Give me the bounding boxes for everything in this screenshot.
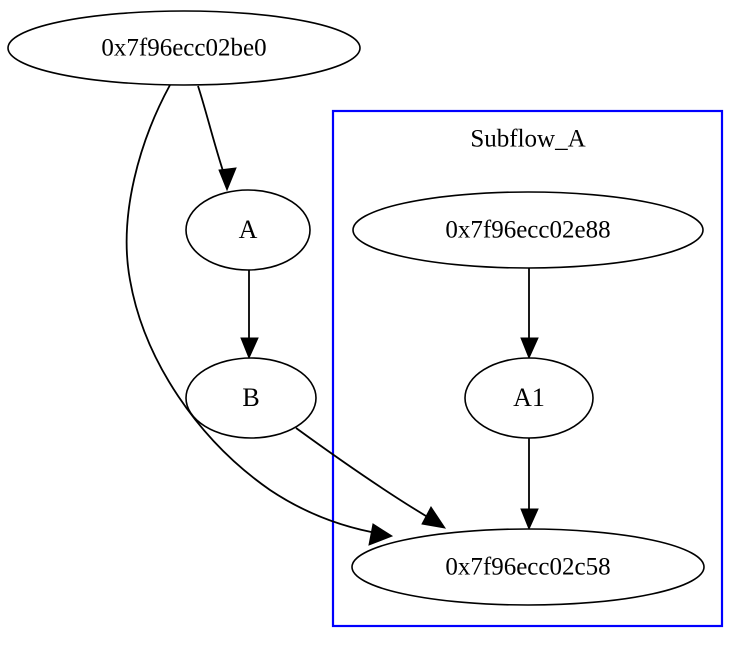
node-sub-head-label: 0x7f96ecc02e88 [445, 217, 610, 244]
node-sub-head-ellipse [352, 191, 704, 269]
node-b[interactable]: B [185, 357, 317, 439]
node-sub-tail[interactable]: 0x7f96ecc02c58 [351, 528, 705, 606]
edge-a-to-b[interactable] [240, 270, 259, 360]
edge-root-to-a[interactable] [197, 85, 237, 192]
cluster-border-rect [331, 109, 724, 628]
node-a-ellipse [185, 189, 311, 271]
edge-root-to-sub-tail[interactable] [125, 84, 394, 546]
node-b-label: B [242, 383, 259, 412]
node-a-label: A [239, 215, 258, 244]
edge-root-to-sub-tail-line [125, 84, 383, 535]
edge-sub-head-to-a1[interactable] [520, 268, 539, 360]
edge-a-to-b-arrowhead [240, 337, 259, 360]
node-a1-label: A1 [513, 383, 545, 412]
node-a1[interactable]: A1 [464, 357, 594, 439]
edge-b-to-sub-tail-line [295, 427, 437, 523]
cluster-label-subflow-a: Subflow_A [470, 126, 585, 153]
node-root-ellipse [7, 10, 361, 86]
edge-a1-to-sub-tail[interactable] [520, 438, 539, 531]
cluster-subflow-a[interactable]: Subflow_A [331, 109, 724, 628]
nodes-layer: 0x7f96ecc02be0 A B 0x7f96ecc02e88 A1 0x7 [7, 10, 705, 606]
node-sub-tail-label: 0x7f96ecc02c58 [445, 554, 610, 581]
edge-b-to-sub-tail-arrowhead [421, 506, 447, 529]
edges-layer [125, 84, 539, 546]
node-sub-head[interactable]: 0x7f96ecc02e88 [352, 191, 704, 269]
edge-sub-head-to-a1-arrowhead [520, 337, 539, 360]
node-sub-tail-ellipse [351, 528, 705, 606]
node-a1-ellipse [464, 357, 594, 439]
edge-root-to-sub-tail-arrowhead [368, 523, 394, 546]
node-root[interactable]: 0x7f96ecc02be0 [7, 10, 361, 86]
edge-a1-to-sub-tail-arrowhead [520, 508, 539, 531]
node-root-label: 0x7f96ecc02be0 [101, 35, 266, 62]
node-a[interactable]: A [185, 189, 311, 271]
node-b-ellipse [185, 357, 317, 439]
edge-b-to-sub-tail[interactable] [295, 427, 447, 529]
edge-root-to-a-arrowhead [218, 167, 237, 192]
